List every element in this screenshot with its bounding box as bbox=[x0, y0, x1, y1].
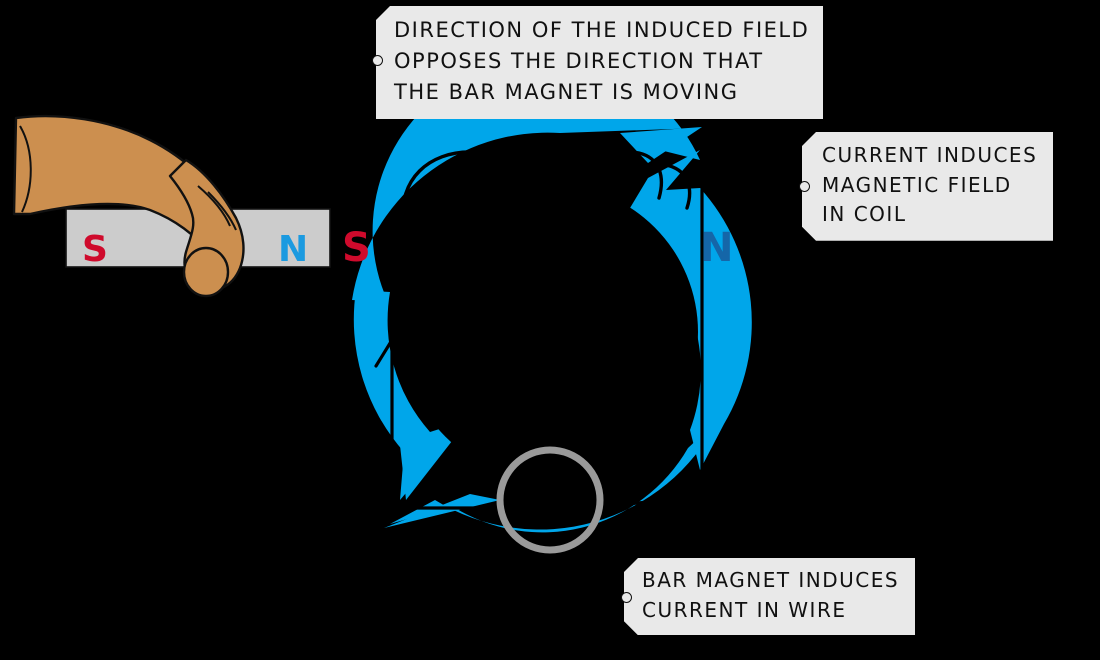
callout-bar-magnet-current: BAR MAGNET INDUCES CURRENT IN WIRE bbox=[624, 558, 915, 635]
callout-line: THE BAR MAGNET IS MOVING bbox=[394, 80, 739, 105]
callout-line: OPPOSES THE DIRECTION THAT bbox=[394, 49, 764, 74]
ring-inner-mask bbox=[402, 184, 698, 480]
wire-icon bbox=[374, 188, 704, 514]
galvanometer-icon bbox=[496, 446, 604, 554]
connector-dot-icon bbox=[621, 592, 632, 603]
magnet-north-pole-label: N bbox=[278, 229, 309, 270]
coil-north-pole-label: N bbox=[700, 225, 734, 271]
coil-south-pole-label: S bbox=[342, 225, 371, 271]
callout-line: CURRENT IN WIRE bbox=[642, 597, 847, 622]
coil-icon bbox=[400, 140, 692, 227]
callout-line: IN COIL bbox=[822, 202, 907, 227]
connector-dot-icon bbox=[372, 55, 383, 66]
callout-line: CURRENT INDUCES bbox=[822, 143, 1038, 167]
hand-icon bbox=[12, 114, 245, 298]
callout-line: DIRECTION OF THE INDUCED FIELD bbox=[394, 18, 810, 42]
callout-coil-field: CURRENT INDUCES MAGNETIC FIELD IN COIL bbox=[802, 132, 1053, 241]
connector-dot-icon bbox=[799, 181, 810, 192]
callout-induced-field: DIRECTION OF THE INDUCED FIELD OPPOSES T… bbox=[376, 6, 824, 120]
magnet-south-pole-label: S bbox=[82, 229, 108, 270]
callout-line: MAGNETIC FIELD bbox=[822, 172, 1012, 197]
callout-line: BAR MAGNET INDUCES bbox=[642, 568, 900, 592]
